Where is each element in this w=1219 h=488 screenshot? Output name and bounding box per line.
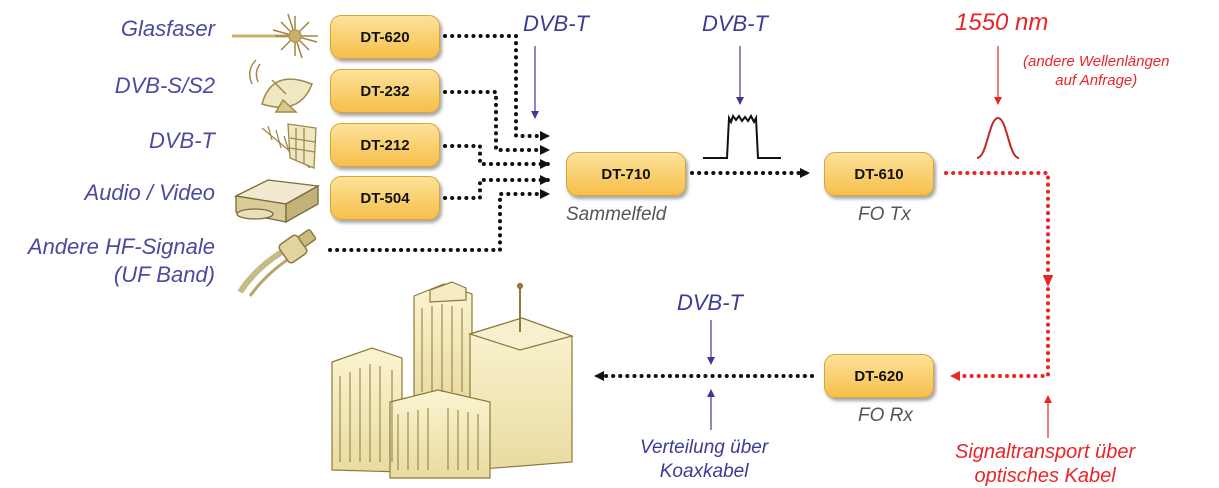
module-label: DT-212 (360, 136, 410, 154)
satellite-dish-icon (249, 59, 313, 113)
electrical-links (328, 34, 814, 381)
annotation-transport: Signaltransport über optisches Kabel (955, 440, 1135, 488)
coax-cable-icon (237, 229, 317, 297)
source-label-dvbt: DVB-T (149, 128, 215, 153)
link-dt504-to-dt710 (443, 175, 550, 200)
transport-line-2: optisches Kabel (974, 465, 1116, 487)
dvd-player-icon (233, 179, 321, 224)
distribution-line-2: Koaxkabel (659, 461, 749, 482)
fiber-laser-icon (232, 13, 318, 59)
annotation-dvbt-3: DVB-T (677, 290, 743, 315)
source-label-dvbs: DVB-S/S2 (114, 73, 215, 98)
antenna-icon (261, 123, 317, 169)
module-dt620-out[interactable]: DT-620 (824, 354, 934, 398)
source-label-uf-band: (UF Band) (113, 262, 215, 287)
dvbt-spectrum-shape (703, 113, 781, 159)
module-label: DT-620 (854, 367, 904, 385)
caption-sammelfeld: Sammelfeld (566, 204, 667, 225)
caption-fo-rx: FO Rx (858, 405, 913, 426)
optical-pulse-shape (976, 116, 1020, 159)
source-label-audio-video: Audio / Video (84, 180, 215, 205)
module-label: DT-610 (854, 165, 904, 183)
annotation-dvbt-2: DVB-T (702, 11, 768, 36)
transport-line-1: Signaltransport über (955, 441, 1136, 463)
fiber-link-dt610 (944, 171, 1050, 284)
module-dt504[interactable]: DT-504 (330, 176, 440, 220)
link-hf-to-dt710 (328, 189, 550, 252)
optical-links (944, 171, 1053, 381)
module-dt710[interactable]: DT-710 (566, 152, 686, 196)
fiber-link-to-dt620 (950, 280, 1050, 381)
annotation-distribution: Verteilung über Koaxkabel (640, 436, 768, 484)
module-dt212[interactable]: DT-212 (330, 123, 440, 167)
module-dt232[interactable]: DT-232 (330, 69, 440, 113)
module-label: DT-504 (360, 189, 410, 207)
module-label: DT-710 (601, 165, 651, 183)
city-buildings-icon (331, 281, 575, 479)
module-label: DT-232 (360, 82, 410, 100)
fiber-midpoint-arrow (1043, 275, 1053, 287)
caption-fo-tx: FO Tx (858, 204, 911, 225)
source-label-hf: Andere HF-Signale (27, 234, 215, 259)
module-label: DT-620 (360, 28, 410, 46)
annotation-dvbt-1: DVB-T (523, 11, 589, 36)
module-dt620-in[interactable]: DT-620 (330, 15, 440, 59)
annotation-wavelength: 1550 nm (955, 9, 1049, 36)
source-label-glasfaser: Glasfaser (120, 16, 215, 41)
module-dt610[interactable]: DT-610 (824, 152, 934, 196)
wavelength-note-line-1: (andere Wellenlängen (1023, 53, 1170, 70)
distribution-line-1: Verteilung über (640, 437, 769, 458)
annotation-wavelength-note: (andere Wellenlängen auf Anfrage) (1023, 52, 1170, 90)
link-dt232-to-dt710 (443, 90, 550, 155)
wavelength-note-line-2: auf Anfrage) (1055, 72, 1138, 89)
link-dt212-to-dt710 (443, 144, 550, 169)
link-dt620-to-dt710 (443, 34, 550, 141)
